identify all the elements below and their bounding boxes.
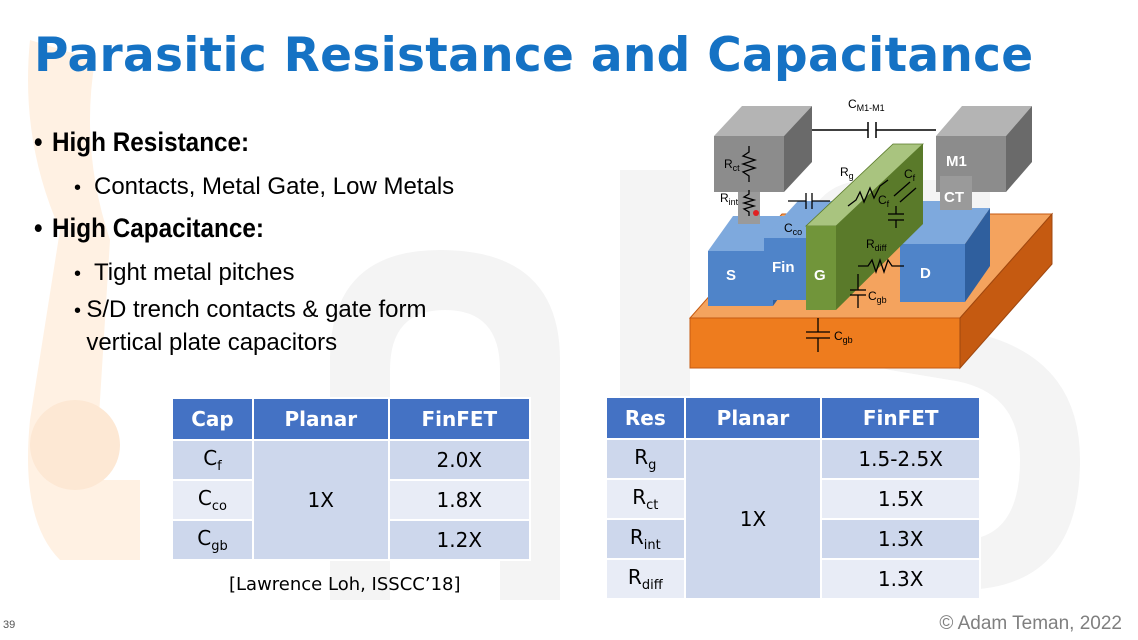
table-row: Rint 1.3X <box>605 518 981 560</box>
table-row: Rct 1.5X <box>605 478 981 520</box>
slide-number: 39 <box>3 619 16 631</box>
planar-value: 1X <box>251 439 390 561</box>
row-symbol: Rct <box>605 478 686 520</box>
table-row: Rg 1X 1.5-2.5X <box>605 438 981 600</box>
finfet-parasitics-diagram: CM1-M1 Rct Rint Rg Cf Cf Cco Rdiff Cgb C… <box>688 97 1054 370</box>
capacitance-table: Cap Planar FinFET Cf 1X 2.0X Cco 1.8X Cg… <box>171 397 532 561</box>
finfet-value: 1.5X <box>820 478 981 520</box>
label-ct: CT <box>944 189 964 206</box>
finfet-value: 2.0X <box>387 439 532 481</box>
capacitor-cgb-gate <box>850 274 866 308</box>
label-drain: D <box>920 265 931 282</box>
capacitor-cco <box>788 193 830 209</box>
right-metal-block <box>936 106 1032 210</box>
row-symbol: Cgb <box>171 519 254 561</box>
finfet-value: 1.5-2.5X <box>820 438 981 480</box>
table-row: Cgb 1.2X <box>171 519 532 561</box>
finfet-value: 1.3X <box>820 518 981 560</box>
bullet-text: Contacts, Metal Gate, Low Metals <box>94 173 455 200</box>
header-res: Res <box>605 396 686 440</box>
label-cf-top: Cf <box>904 167 916 183</box>
resistor-rg <box>847 179 889 207</box>
header-planar: Planar <box>251 397 390 441</box>
slide-title: Parasitic Resistance and Capacitance <box>34 28 1034 83</box>
label-cf-bottom: Cf <box>878 193 890 209</box>
sub-bullet-metal-pitches: • Tight metal pitches <box>74 259 295 286</box>
resistance-table: Res Planar FinFET Rg 1X 1.5-2.5X Rct 1.5… <box>605 396 981 600</box>
gate-block <box>804 143 925 310</box>
finfet-value: 1.2X <box>387 519 532 561</box>
copyright-notice: © Adam Teman, 2022 <box>939 613 1122 634</box>
label-rdiff: Rdiff <box>866 237 887 253</box>
label-gate: G <box>814 267 826 284</box>
resistor-rdiff <box>858 257 904 275</box>
header-finfet: FinFET <box>387 397 532 441</box>
table-header-row: Cap Planar FinFET <box>171 397 532 441</box>
sub-bullet-contacts: • Contacts, Metal Gate, Low Metals <box>74 173 455 200</box>
table-row: Cco 1.8X <box>171 479 532 521</box>
bullet-high-capacitance: • High Capacitance: <box>34 213 265 243</box>
finfet-value: 1.8X <box>387 479 532 521</box>
bullet-text: Tight metal pitches <box>94 259 295 286</box>
row-symbol: Cco <box>171 479 254 521</box>
capacitor-cgb-fin <box>806 318 830 352</box>
bullet-text: High Capacitance: <box>52 213 265 243</box>
label-cco: Cco <box>784 221 802 237</box>
finfet-value: 1.3X <box>820 558 981 600</box>
bullet-list: • High Resistance: • Contacts, Metal Gat… <box>34 127 594 359</box>
resistor-rint <box>741 190 757 216</box>
header-cap: Cap <box>171 397 254 441</box>
header-planar: Planar <box>683 396 823 440</box>
label-fin: Fin <box>772 259 795 276</box>
label-rg: Rg <box>840 165 854 181</box>
header-finfet: FinFET <box>820 396 981 440</box>
table-row: Rdiff 1.3X <box>605 558 981 600</box>
capacitor-cf-top <box>893 181 917 203</box>
label-rct: Rct <box>724 157 740 173</box>
bullet-text: S/D trench contacts & gate form vertical… <box>86 296 427 356</box>
label-rint: Rint <box>720 191 739 207</box>
left-metal-block <box>714 106 812 224</box>
table-header-row: Res Planar FinFET <box>605 396 981 440</box>
row-symbol: Rint <box>605 518 686 560</box>
label-source: S <box>726 267 736 284</box>
label-m1: M1 <box>946 153 967 170</box>
label-cgb-gate: Cgb <box>868 289 887 305</box>
bullet-high-resistance: • High Resistance: <box>34 127 250 157</box>
planar-value: 1X <box>683 438 823 600</box>
capacitor-cm1-m1 <box>812 122 936 138</box>
label-cm1-m1: CM1-M1 <box>848 97 885 113</box>
row-symbol: Rdiff <box>605 558 686 600</box>
label-cgb-fin: Cgb <box>834 329 853 345</box>
table-row: Cf 1X 2.0X <box>171 439 532 561</box>
row-symbol: Cf <box>171 439 254 481</box>
citation: [Lawrence Loh, ISSCC’18] <box>229 574 461 595</box>
sub-bullet-trench-contacts: • S/D trench contacts & gate form vertic… <box>74 293 454 359</box>
bullet-text: High Resistance: <box>52 127 250 157</box>
row-symbol: Rg <box>605 438 686 480</box>
capacitor-cf-bottom <box>888 206 904 228</box>
contact-node <box>753 210 759 216</box>
resistor-rct <box>740 146 758 182</box>
